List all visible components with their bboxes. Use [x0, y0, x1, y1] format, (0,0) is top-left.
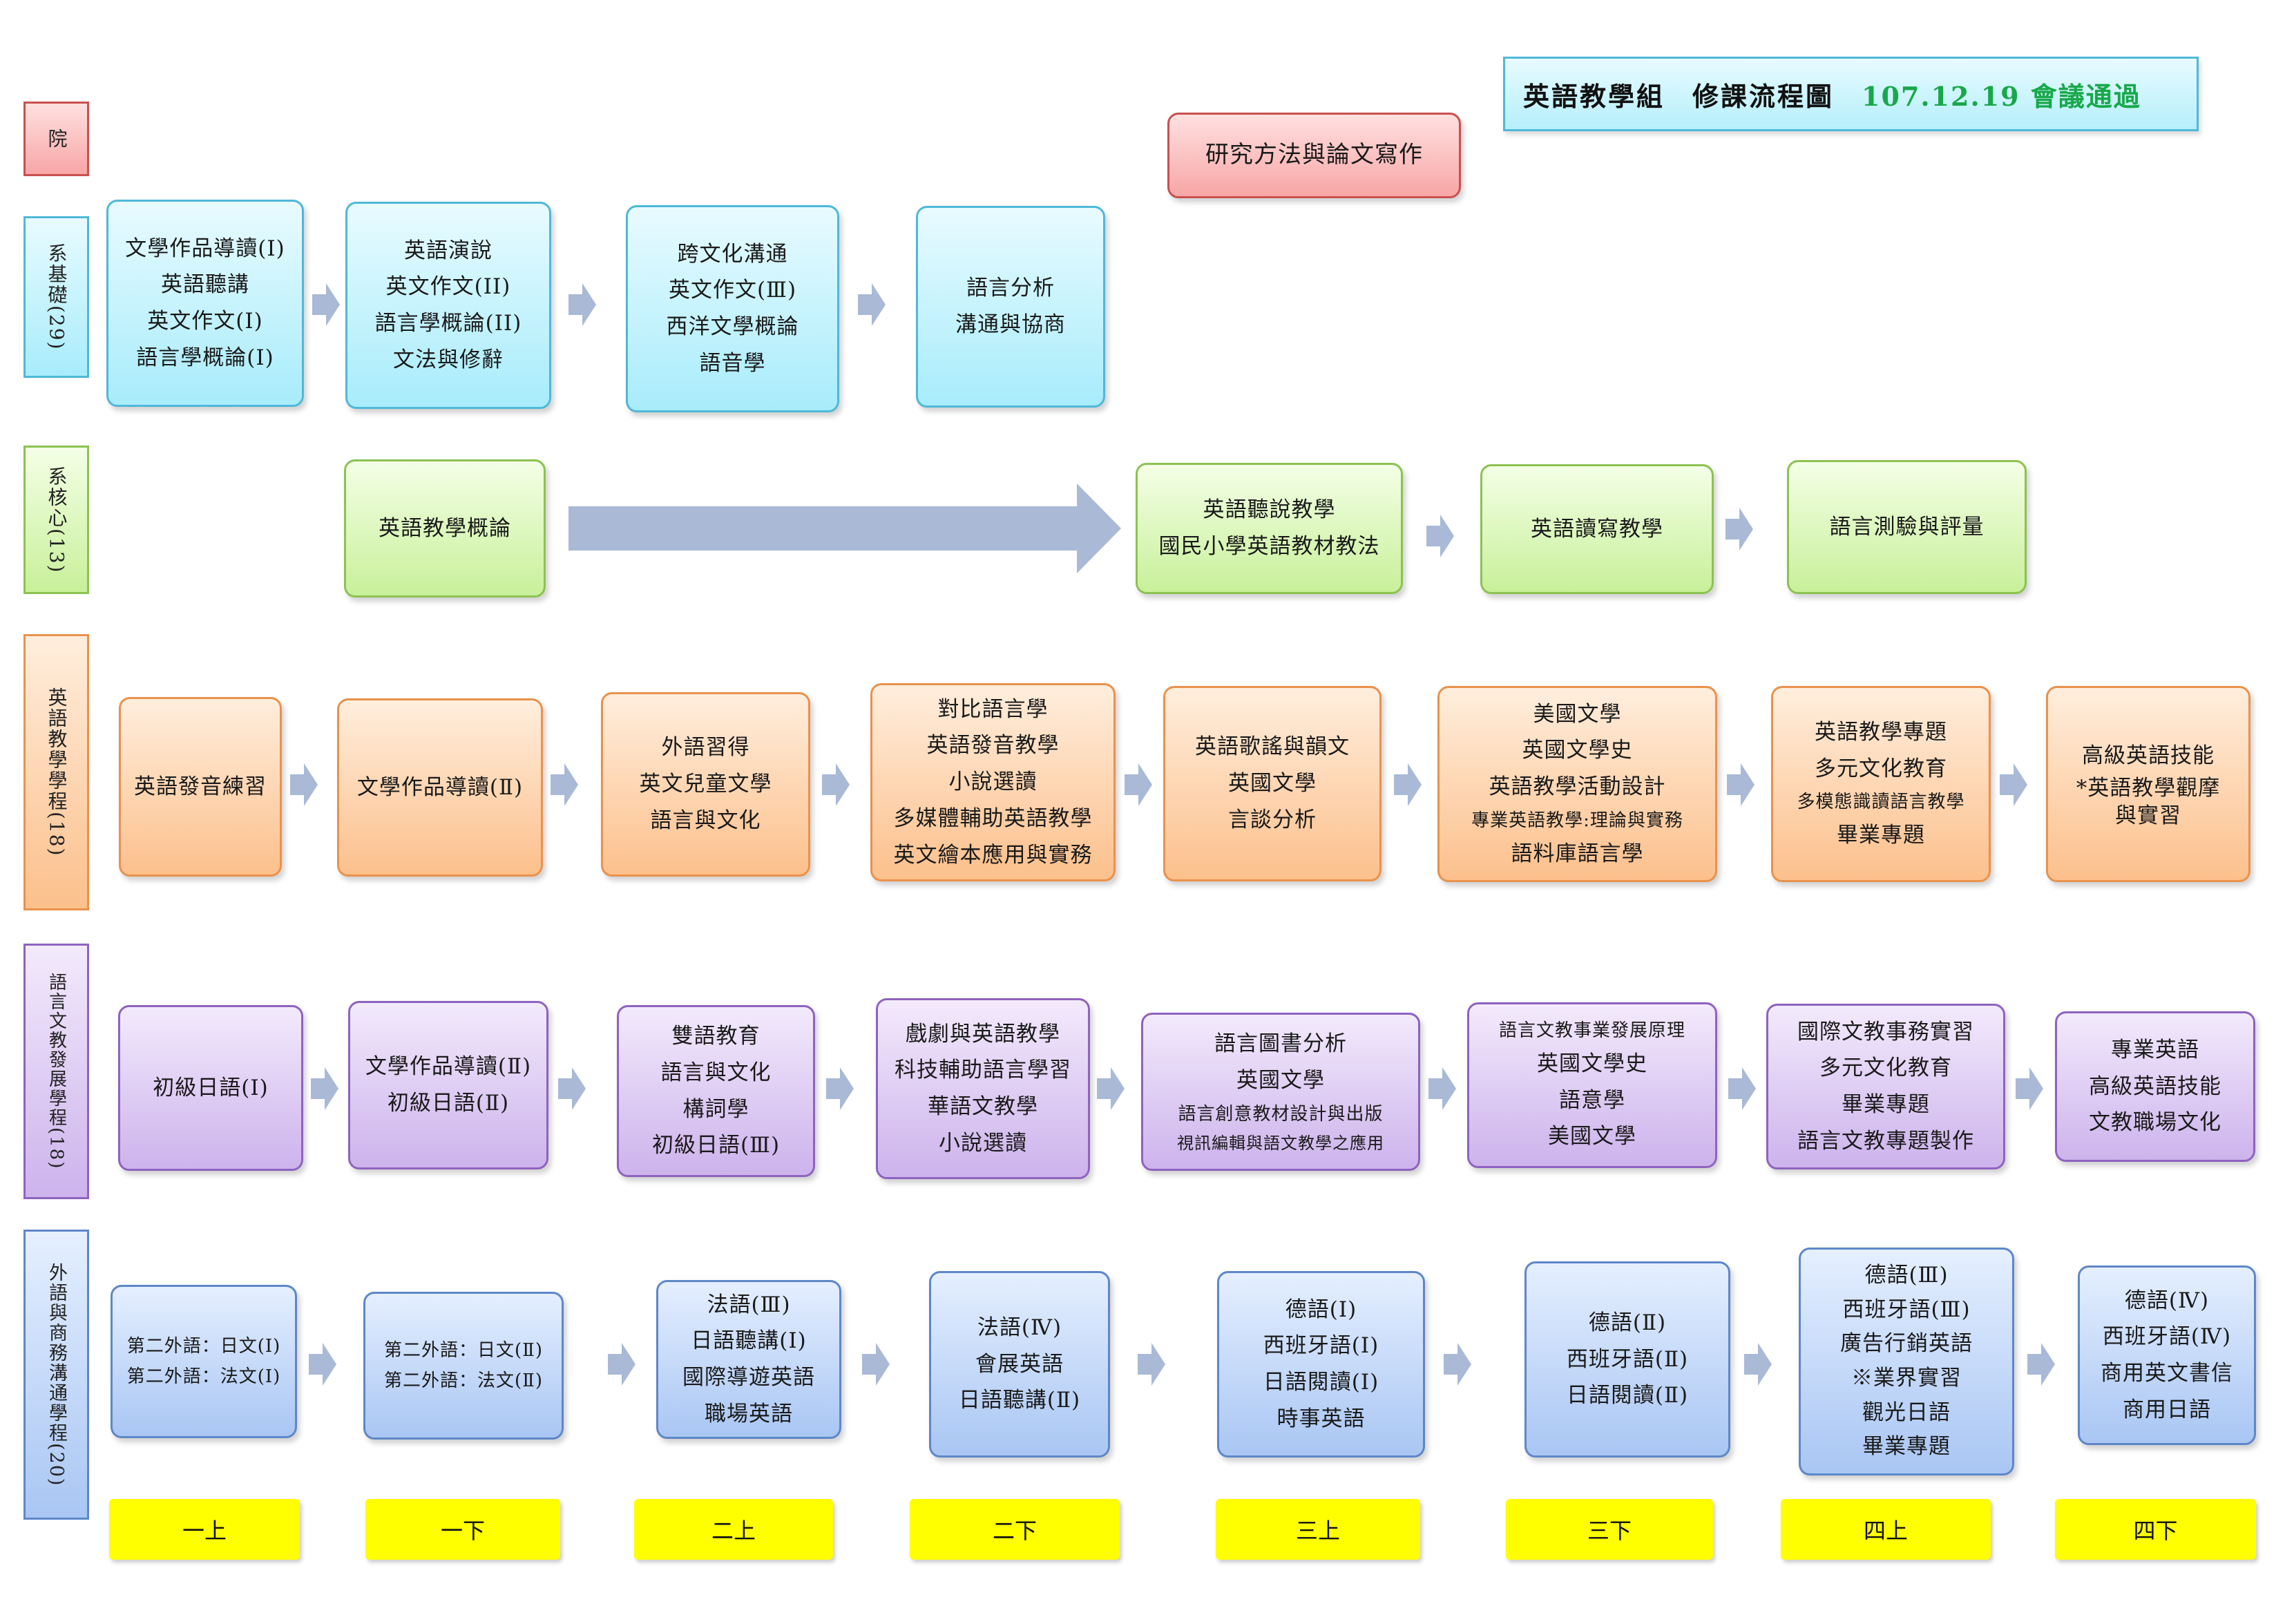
course-box: 英語演說 英文作文(II) 語言學概論(II) 文法與修辭	[345, 202, 551, 409]
course-box: 英語讀寫教學	[1480, 464, 1714, 594]
course-box: 英語教學概論	[344, 459, 546, 598]
right-arrow-icon	[558, 1067, 586, 1110]
course-box: 文學作品導讀(Ⅱ)	[337, 698, 543, 877]
course-box: 英語聽說教學 國民小學英語教材教法	[1136, 463, 1403, 594]
right-arrow-icon	[1744, 1343, 1772, 1386]
course-box: 初級日語(I)	[118, 1005, 303, 1171]
right-arrow-icon	[1097, 1067, 1125, 1110]
course-box: 法語(Ⅲ) 日語聽講(I) 國際導遊英語 職場英語	[656, 1280, 841, 1439]
diagram-title: 英語教學組 修課流程圖 107.12.19 會議通過	[1503, 57, 2199, 131]
course-box: 法語(Ⅳ) 會展英語 日語聽講(Ⅱ)	[929, 1271, 1110, 1458]
semester-label: 三上	[1216, 1499, 1420, 1560]
semester-label: 三下	[1506, 1499, 1713, 1560]
course-box: 跨文化溝通 英文作文(Ⅲ) 西洋文學概論 語音學	[626, 205, 839, 412]
course-box: 戲劇與英語教學 科技輔助語言學習 華語文教學 小說選讀	[876, 998, 1090, 1179]
title-name: 修課流程圖	[1692, 80, 1835, 112]
course-box: 德語(I) 西班牙語(I) 日語閱讀(I) 時事英語	[1217, 1271, 1425, 1458]
right-arrow-icon	[822, 763, 850, 806]
course-box: 德語(Ⅱ) 西班牙語(Ⅱ) 日語閱讀(Ⅱ)	[1524, 1261, 1730, 1458]
course-box: 英語發音練習	[119, 697, 282, 877]
course-box: 第二外語：日文(I) 第二外語：法文(I)	[111, 1285, 297, 1438]
right-arrow-icon	[551, 763, 578, 806]
course-box: 雙語教育 語言與文化 構詞學 初級日語(Ⅲ)	[617, 1005, 815, 1177]
course-box: 專業英語 高級英語技能 文教職場文化	[2055, 1011, 2255, 1162]
row-label-college: 院	[23, 102, 89, 176]
row-label-english-teaching: 英語教學學程(18)	[23, 634, 89, 910]
right-arrow-icon	[862, 1343, 890, 1386]
semester-label: 四下	[2055, 1499, 2256, 1560]
right-arrow-icon	[2016, 1067, 2043, 1110]
course-box: 英語教學專題 多元文化教育 多模態識讀語言教學 畢業專題	[1771, 686, 1991, 882]
course-box: 國際文教事務實習 多元文化教育 畢業專題 語言文教專題製作	[1766, 1004, 2005, 1169]
row-label-dept-core: 系核心(13)	[23, 446, 89, 594]
right-arrow-icon	[290, 763, 318, 806]
course-box: 德語(Ⅲ) 西班牙語(Ⅲ) 廣告行銷英語 ※業界實習 觀光日語 畢業專題	[1799, 1248, 2014, 1475]
semester-label: 二上	[634, 1499, 833, 1560]
row-label-foreign-business: 外語與商務溝通學程(20)	[23, 1230, 89, 1520]
research-methods-box: 研究方法與論文寫作	[1167, 113, 1461, 198]
course-box: 德語(Ⅳ) 西班牙語(Ⅳ) 商用英文書信 商用日語	[2078, 1265, 2256, 1445]
row-label-language-culture: 語言文教發展學程(18)	[23, 944, 89, 1199]
semester-label: 二下	[910, 1499, 1120, 1560]
semester-label: 一上	[109, 1499, 300, 1560]
long-arrow-icon	[568, 484, 1121, 573]
course-box: 對比語言學 英語發音教學 小說選讀 多媒體輔助英語教學 英文繪本應用與實務	[870, 683, 1116, 881]
right-arrow-icon	[309, 1343, 336, 1386]
title-group: 英語教學組	[1523, 80, 1665, 112]
course-box: 美國文學 英國文學史 英語教學活動設計 專業英語教學:理論與實務 語料庫語言學	[1437, 686, 1717, 882]
right-arrow-icon	[1428, 1067, 1456, 1110]
right-arrow-icon	[1728, 1067, 1756, 1110]
course-box: 外語習得 英文兒童文學 語言與文化	[601, 692, 810, 877]
right-arrow-icon	[1394, 763, 1422, 806]
right-arrow-icon	[1725, 508, 1753, 551]
course-box: 英語歌謠與韻文 英國文學 言談分析	[1163, 686, 1381, 881]
research-methods-label: 研究方法與論文寫作	[1205, 141, 1423, 169]
course-box: 文學作品導讀(Ⅱ) 初級日語(Ⅱ)	[348, 1001, 548, 1169]
semester-label: 四上	[1781, 1499, 1991, 1560]
right-arrow-icon	[608, 1343, 635, 1386]
semester-label: 一下	[365, 1499, 560, 1560]
right-arrow-icon	[311, 1067, 338, 1110]
right-arrow-icon	[826, 1067, 854, 1110]
course-box: 語言分析 溝通與協商	[916, 206, 1105, 408]
course-box: 高級英語技能 *英語教學觀摩 與實習	[2046, 686, 2250, 882]
right-arrow-icon	[1444, 1343, 1471, 1386]
right-arrow-icon	[858, 283, 886, 326]
long-arrow	[568, 484, 1121, 573]
row-label-dept-basic: 系基礎(29)	[23, 216, 89, 378]
course-box: 第二外語：日文(Ⅱ) 第二外語：法文(Ⅱ)	[363, 1292, 564, 1440]
course-box: 語言文教事業發展原理 英國文學史 語意學 美國文學	[1467, 1002, 1717, 1168]
right-arrow-icon	[2000, 763, 2027, 806]
right-arrow-icon	[1138, 1343, 1165, 1386]
right-arrow-icon	[2027, 1343, 2055, 1386]
right-arrow-icon	[312, 283, 340, 326]
course-box: 文學作品導讀(I) 英語聽講 英文作文(I) 語言學概論(I)	[106, 200, 304, 407]
course-box: 語言圖書分析 英國文學 語言創意教材設計與出版 視訊編輯與語文教學之應用	[1141, 1013, 1420, 1171]
right-arrow-icon	[568, 283, 596, 326]
right-arrow-icon	[1426, 515, 1454, 557]
right-arrow-icon	[1125, 763, 1152, 806]
title-approval: 107.12.19 會議通過	[1862, 80, 2141, 112]
right-arrow-icon	[1727, 763, 1755, 806]
course-box: 語言測驗與評量	[1787, 460, 2027, 594]
